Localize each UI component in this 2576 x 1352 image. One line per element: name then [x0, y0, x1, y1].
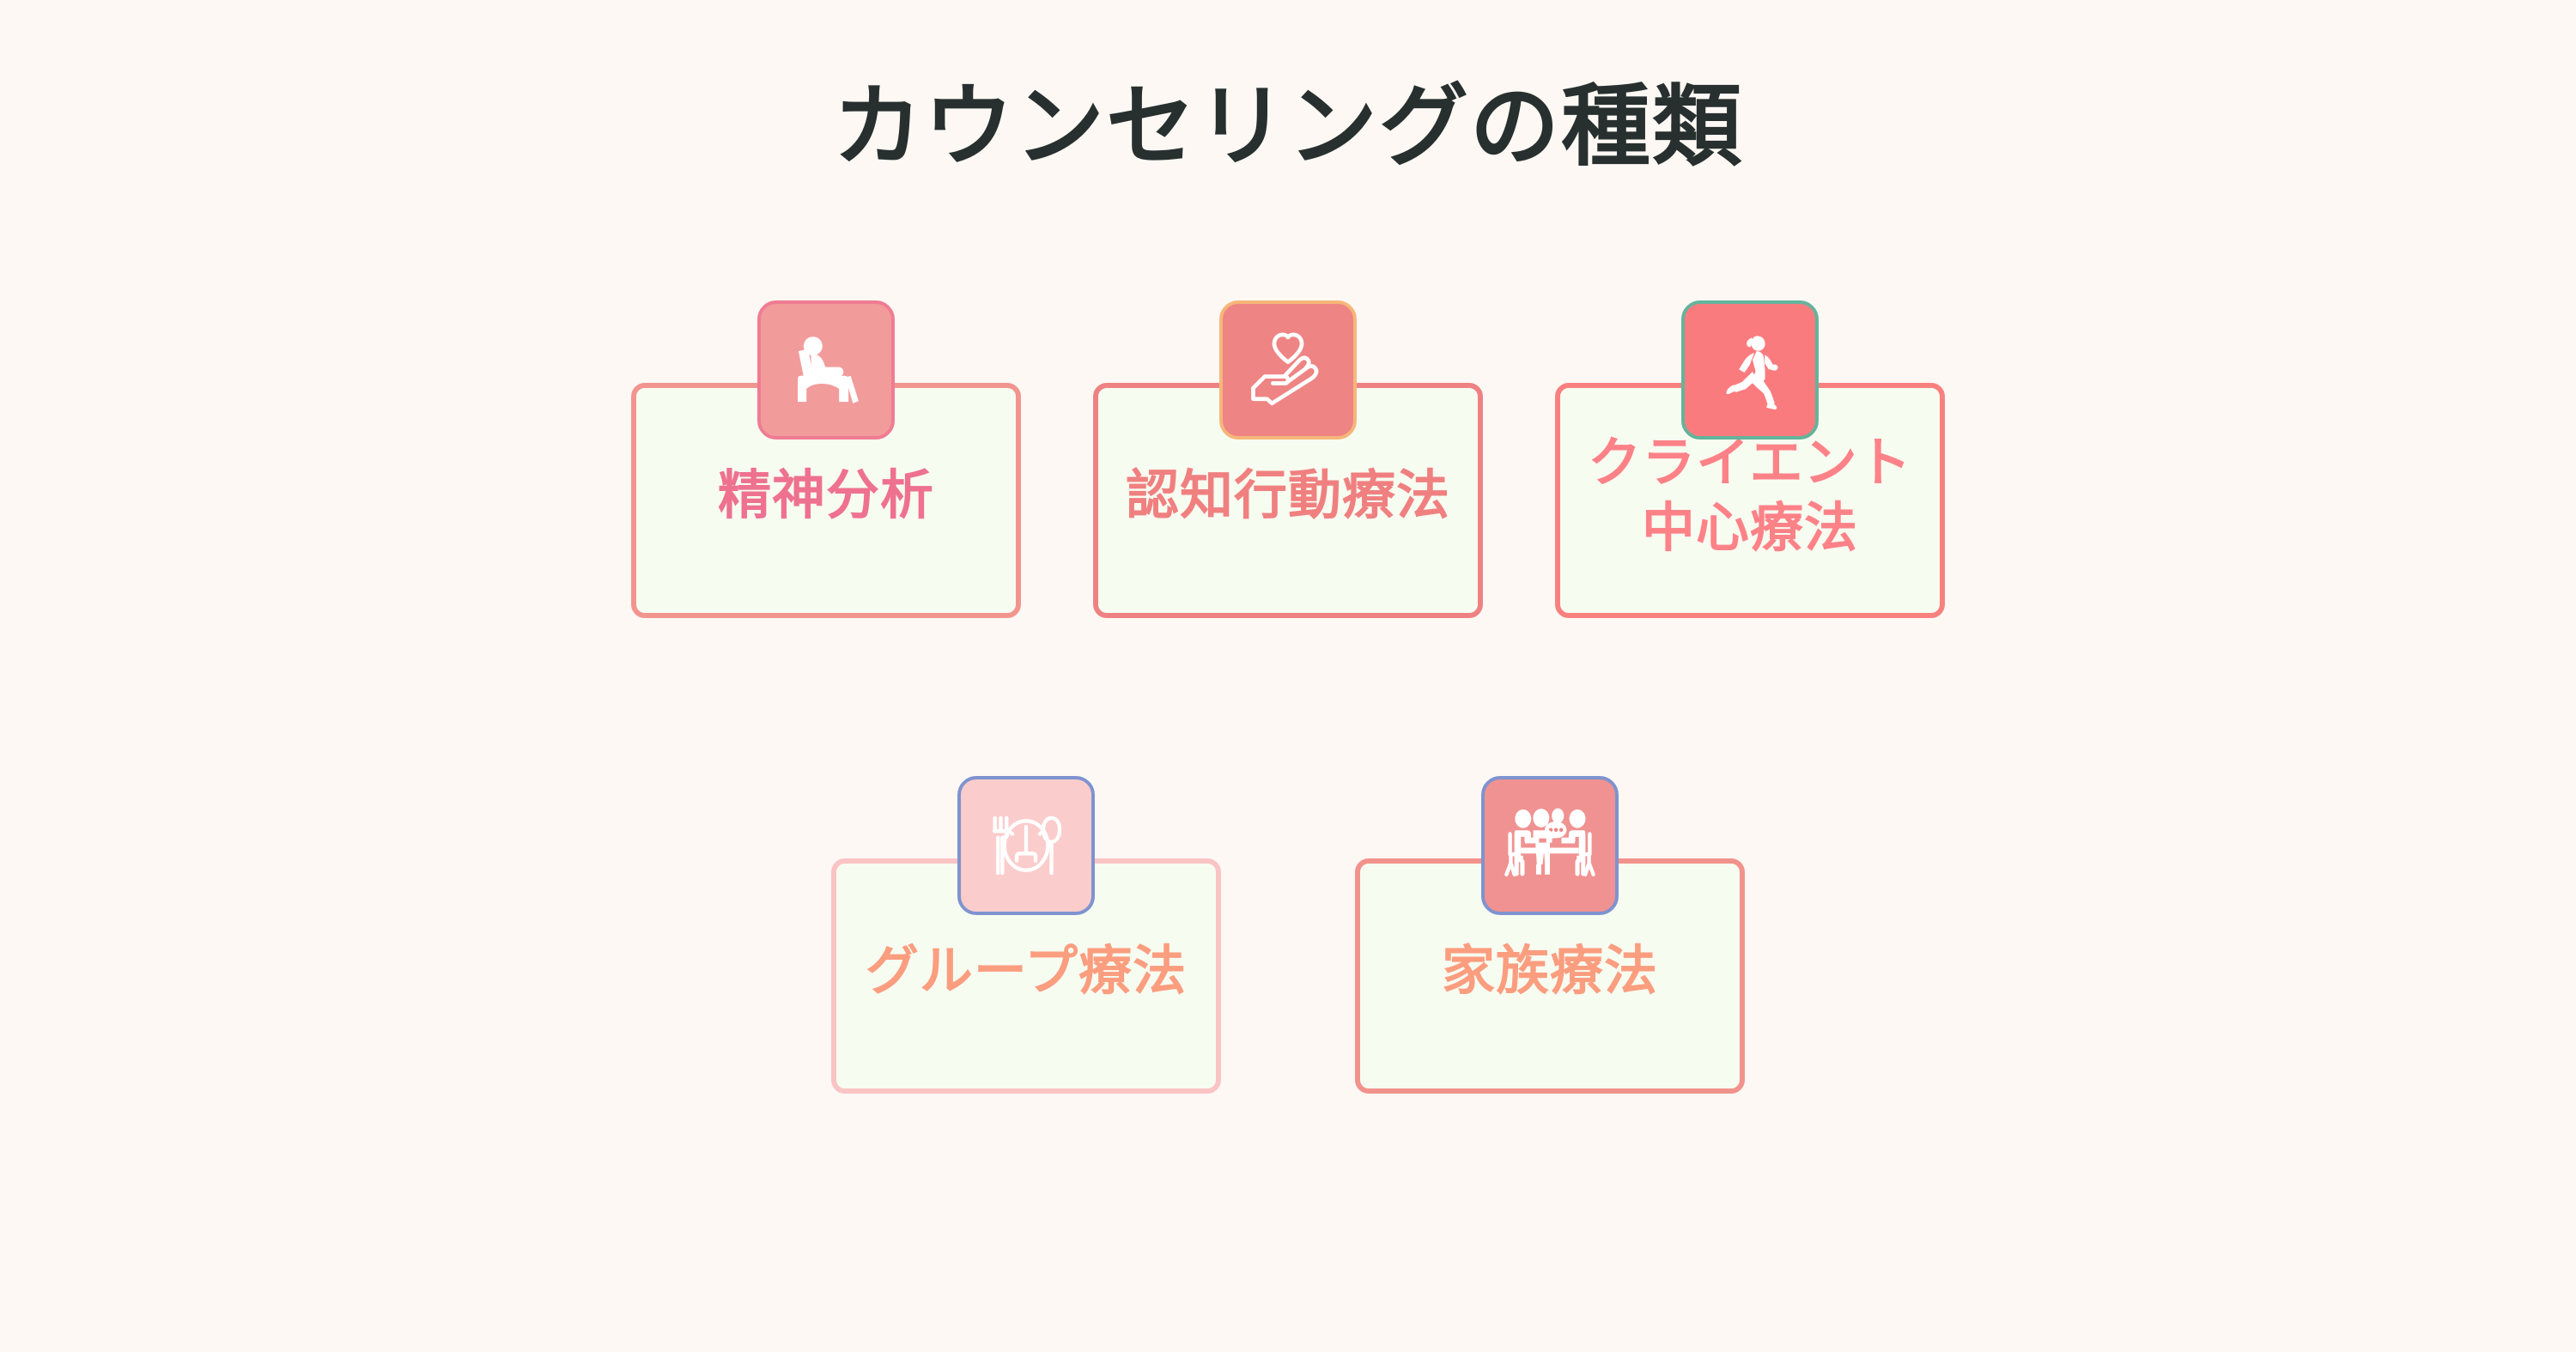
family-meeting-table-icon	[1504, 799, 1596, 892]
badge-psychoanalysis	[757, 300, 895, 440]
hand-holding-heart-icon	[1242, 324, 1334, 416]
card-body-psychoanalysis: 精神分析	[631, 383, 1021, 618]
running-woman-icon	[1704, 324, 1796, 416]
card-label-client-centered-therapy: クライエント 中心療法	[1588, 431, 1912, 559]
card-client-centered-therapy[interactable]: クライエント 中心療法	[1555, 300, 1945, 618]
card-label-family-therapy: 家族療法	[1441, 939, 1658, 1003]
card-label-psychoanalysis: 精神分析	[717, 464, 934, 527]
card-cognitive-behavioral-therapy[interactable]: 認知行動療法	[1093, 300, 1483, 618]
card-group-therapy[interactable]: グループ療法	[831, 776, 1221, 1094]
card-label-cognitive-behavioral-therapy: 認知行動療法	[1125, 464, 1450, 527]
card-label-group-therapy: グループ療法	[865, 939, 1188, 1003]
page-title: カウンセリングの種類	[832, 74, 1743, 179]
badge-client-centered-therapy	[1681, 300, 1819, 440]
badge-family-therapy	[1481, 776, 1619, 915]
plate-fork-spoon-scale-icon	[980, 799, 1072, 892]
badge-group-therapy	[957, 776, 1095, 915]
person-reclining-armchair-icon	[780, 324, 872, 416]
badge-cognitive-behavioral-therapy	[1219, 300, 1357, 440]
card-row-bottom: グループ療法	[0, 776, 2576, 1094]
card-family-therapy[interactable]: 家族療法	[1355, 776, 1745, 1094]
card-psychoanalysis[interactable]: 精神分析	[631, 300, 1021, 618]
card-row-top: 精神分析 認知行動療法	[0, 300, 2576, 618]
